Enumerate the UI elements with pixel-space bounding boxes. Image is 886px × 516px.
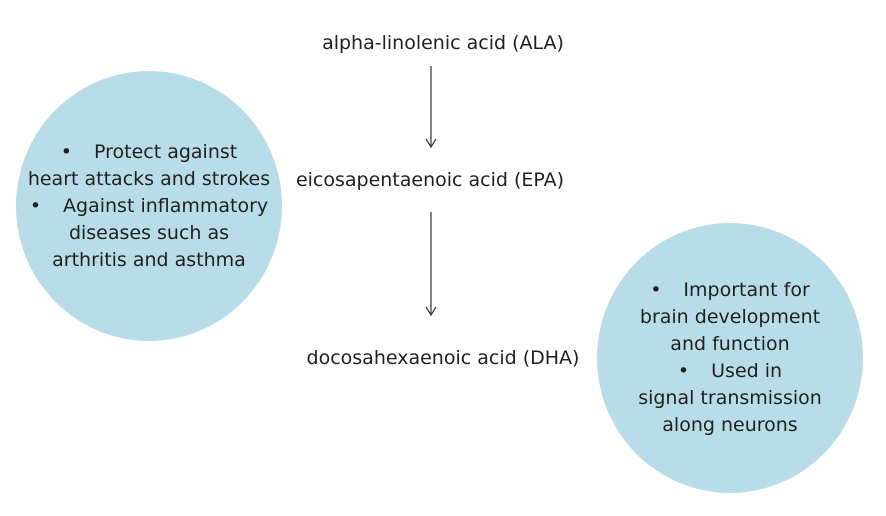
bullet-marker: • [650, 279, 662, 301]
bubble-right-b2-line1: Used in [711, 360, 783, 382]
bubble-left-b1-line2: heart attacks and strokes [27, 167, 271, 190]
bubble-left-b2-line3: arthritis and asthma [52, 248, 246, 271]
bubble-dha-benefits: • Important for brain development and fun… [597, 223, 863, 493]
bubble-right-bullet-1: • Important for [650, 277, 810, 304]
node-ala: alpha-linolenic acid (ALA) [322, 32, 564, 54]
bubble-left-b1-line1: Protect against [93, 140, 238, 163]
bubble-right-b1-line3: and function [670, 333, 790, 355]
node-epa: eicosapentaenoic acid (EPA) [295, 169, 565, 191]
bubble-left-bullet-1: • Protect against [61, 139, 237, 166]
bullet-marker: • [677, 360, 690, 382]
bubble-right-b2-line3: along neurons [662, 414, 798, 436]
arrow-ala-to-epa [425, 66, 437, 149]
bubble-left-bullet-2: • Against inflammatory [30, 193, 268, 220]
bubble-right-bullet-2: • Used in [678, 358, 782, 385]
bubble-left-b2-line1: Against inflammatory [63, 194, 269, 217]
node-dha: docosahexaenoic acid (DHA) [306, 347, 580, 369]
bullet-marker: • [60, 140, 72, 163]
bubble-right-b2-line2: signal transmission [638, 387, 822, 409]
bubble-right-b1-line2: brain development [639, 306, 821, 328]
bullet-marker: • [29, 194, 42, 217]
bubble-left-b2-line2: diseases such as [68, 221, 230, 244]
bubble-epa-benefits: • Protect against heart attacks and strok… [16, 71, 282, 341]
arrow-epa-to-dha [425, 212, 437, 317]
bubble-right-b1-line1: Important for [683, 279, 810, 301]
